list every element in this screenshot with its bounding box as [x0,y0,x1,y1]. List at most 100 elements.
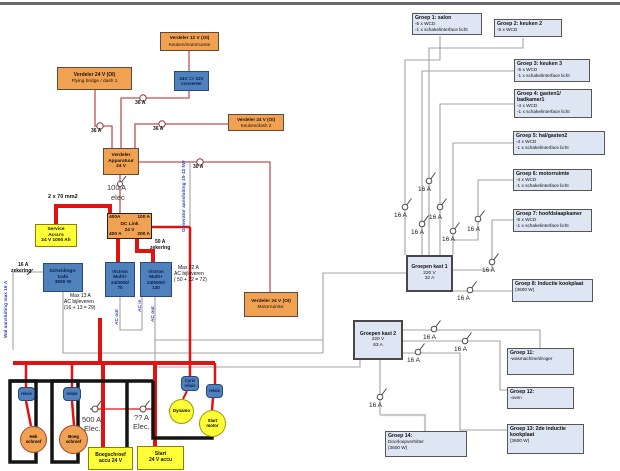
main-switch-label: 100 A [107,183,127,192]
breaker-16a-label: 16 A [454,346,468,353]
breaker-icon [449,227,457,235]
box-line: Victron [112,269,128,275]
breaker-16a-label: 16 A [457,295,471,302]
wire-segment [134,123,228,148]
fuse-icon [158,120,166,128]
breaker-16a-label: 16 A [423,334,437,341]
group-box-1: Groep 1: salon -5 x WCD -1 x schakelinte… [412,13,482,35]
wire-segment [453,179,513,241]
fuse-icon [96,122,104,130]
group-box-11: Groep 11: -wasmachine/droger [507,348,574,375]
isolation-transformer: Scheidings- trafo 3600 W [43,263,83,292]
wire-segment [62,292,323,354]
switch-500a-label: 500 A [82,415,102,424]
group-line: -1 x schakelinterface licht [415,26,468,32]
dc-link-voltage: 24 V [124,227,135,233]
ac-out-label: AC out [151,306,156,322]
breaker-tick [419,343,425,351]
box-subtitle: Flying bridge / dash 1 [71,78,118,84]
dc-negative-wires [8,379,214,464]
group-line: -5 x WCD [415,21,436,27]
assist-13a-label: Max 13 A [70,293,91,299]
fuse-36a-label: 36 A [153,126,164,132]
wire-segment [403,329,541,348]
box-line: Multi+ [113,274,127,280]
group-line: -1 x schakelinterface licht [517,72,570,78]
group-line: Doorloopverhitter [388,439,424,445]
motor-label: Boeg [68,433,79,439]
group-title: Groep 14: [388,433,413,439]
breaker-tick [406,198,412,206]
group-title: Groep 11: [510,350,534,356]
box-line: 3600 W [54,280,72,286]
breaker-16a-label: 16 A [411,229,425,236]
box-line: Verdeler [111,153,131,159]
battery-label: Start [154,451,167,458]
motor-label: Start [207,417,218,423]
service-battery: Service Accu's 24 V 1000 Ah [35,224,77,247]
box-line: Scheidings- [49,269,77,275]
panel-groepen-kast-2: Groepen kast 2 220 V 63 A [353,320,403,360]
panel-title: Groepen kast 2 [359,330,397,337]
wire-segment [210,397,215,411]
dc-link-fuse-tl: 400A [109,215,121,220]
breaker-icon [436,203,444,211]
distributor-flybridge: Verdeler 24 V (OI) Flying bridge / dash … [57,67,132,90]
box-title: Verdeler 24 V (OI) [73,72,116,79]
dc-link-busbar: 400A 100 A DC Link 24 V 400 A 200 A [107,213,152,239]
box-line: Accu's [48,232,64,238]
motor-label: schroef [25,438,42,444]
dc-link-fuse-bl: 400 A [109,231,122,237]
wire-segment [12,271,43,350]
breaker-16a-label: 16 A [467,226,481,233]
converter-24v-12v: 24V => 12V converter [174,71,209,91]
group-title: Groep 8: Inductie kookplaat [515,281,584,287]
breaker-16a-label: 16 A [407,357,421,364]
inverter-victron-5000: Victron Multi+ 24/5000/ 120 [140,262,172,297]
breaker-icon [117,181,123,187]
wire-segment [94,90,113,148]
cable-size-label: 2 x 70 mm2 [48,194,78,200]
dc-link-fuse-tr: 100 A [137,215,150,220]
group-line: -4 x WCD [516,139,537,145]
box-line: Multi+ [149,274,163,280]
wire-segment [182,390,188,400]
group-line: -4 x WCD [517,103,538,109]
breaker-tick [423,215,429,223]
relay-hekschroef: relais [18,387,35,401]
breaker-tick [96,400,102,408]
relay-startmotor: relais [206,384,223,398]
stern-thruster-motor: Hek schroef [20,426,47,453]
breaker-tick [454,222,460,230]
group-title: Groep 6: motorruimte [516,171,570,177]
wire-segment [453,219,513,271]
distributor-12v-keuken: Verdeler 12 V (OI) Keuken/motorruimte [160,32,219,51]
panel-voltage: 220 V [423,270,436,276]
breaker-16a-label: 16 A [482,267,496,274]
breaker-tick [26,268,34,276]
group-line: -4 x WCD [516,177,537,183]
group-title: Groep 12: [510,389,535,395]
wire-segment [428,38,524,255]
bow-thruster-motor: Boeg schroef [59,425,88,454]
group-box-6: Groep 6: motorruimte -4 x WCD -1 x schak… [513,169,592,191]
ac-wires [12,36,541,431]
group-title: Groep 13: 2de inductie [510,426,566,432]
inverter-victron-3000: Victron Multi+ 24/3000/ 70 [105,262,135,297]
cyrix-relay: Cyrix relais [181,376,199,391]
breaker-icon [91,405,99,413]
group-title: Groep 5: hal/gasten2 [516,133,568,139]
group-line: -5 x WCD [497,27,518,33]
top-border [0,2,620,5]
bowthruster-battery: Boegschroef accu 24 V [88,447,133,470]
breaker-16a-label: 16 A [442,236,456,243]
group-box-7: Groep 7: hoofdslaapkamer -5 x WCD -1 x s… [513,209,592,232]
relay-label: relais [21,390,32,396]
box-line: Service [47,227,65,233]
breaker-icon [430,325,438,333]
fuse-50a-label: 50 A [155,239,166,245]
breaker-tick [121,175,127,183]
group-line: (3600 W) [515,287,535,293]
distributor-keuken-dash2: Verdeler 24 V (OI) Keuken/dash 2 [228,114,284,131]
breaker-icon [425,177,433,185]
